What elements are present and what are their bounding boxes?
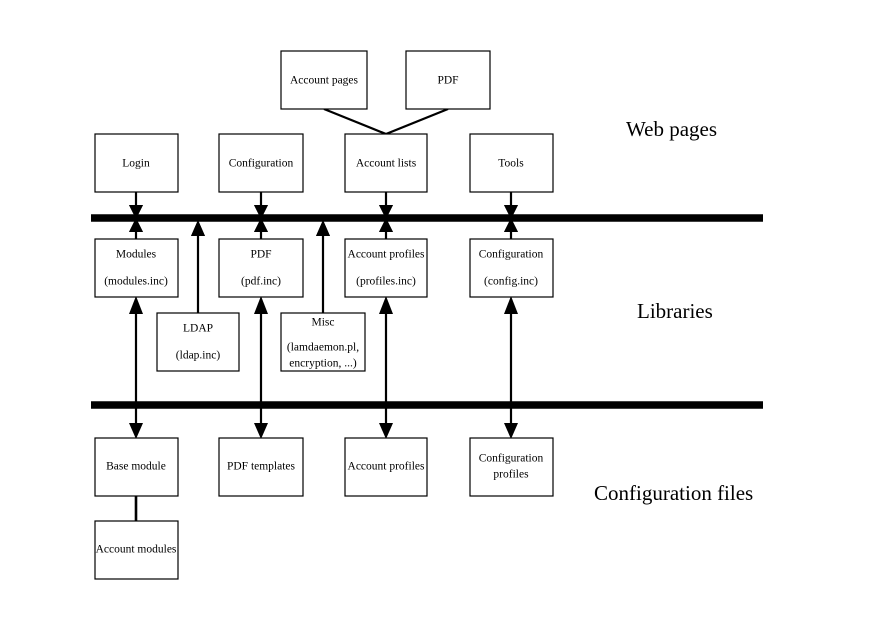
connection-configuration-lib-from-lower-bar	[504, 296, 518, 405]
node-misc-lib[interactable]: Misc (lamdaemon.pl, encryption, ...)	[280, 312, 366, 372]
node-account-lists-label: Account lists	[356, 158, 417, 170]
node-tools-label: Tools	[498, 158, 524, 170]
node-pdf-templates-label: PDF templates	[227, 461, 296, 473]
node-account-pages-label: Account pages	[290, 75, 359, 87]
connection-pdf-lib-from-lower-bar	[254, 296, 268, 405]
node-tools[interactable]: Tools	[469, 133, 554, 193]
node-account-profiles-files-label: Account profiles	[348, 461, 425, 473]
section-labels-layer: Web pages Libraries Configuration files	[594, 117, 753, 505]
connection-bar-to-pdf-templates	[254, 405, 268, 439]
node-account-profiles-lib-label: Account profiles	[348, 249, 425, 261]
node-modules-lib-label: Modules	[116, 249, 157, 261]
node-account-profiles-lib-sublabel: (profiles.inc)	[356, 276, 416, 288]
node-configuration-lib[interactable]: Configuration (config.inc)	[469, 238, 554, 298]
node-misc-lib-label: Misc	[312, 317, 335, 329]
node-base-module[interactable]: Base module	[94, 437, 179, 497]
node-configuration-profiles[interactable]: Configuration profiles	[469, 437, 554, 497]
node-configuration-profiles-label-line2: profiles	[493, 469, 529, 481]
node-configuration-lib-sublabel: (config.inc)	[484, 276, 538, 288]
connection-account-pages-to-account-lists	[323, 107, 387, 136]
node-pdf-lib-label: PDF	[250, 249, 271, 261]
section-label-web-pages: Web pages	[626, 117, 717, 141]
node-configuration-profiles-label-line1: Configuration	[479, 453, 544, 465]
node-pdf-top-label: PDF	[437, 75, 458, 87]
node-configuration-lib-label: Configuration	[479, 249, 544, 261]
node-pdf-templates[interactable]: PDF templates	[218, 437, 304, 497]
connection-account-profiles-lib-from-lower-bar	[379, 296, 393, 405]
node-account-modules-label: Account modules	[96, 544, 177, 556]
node-pdf-lib[interactable]: PDF (pdf.inc)	[218, 238, 304, 298]
node-misc-lib-sublabel-line1: (lamdaemon.pl,	[287, 342, 359, 354]
connection-bar-to-configuration-profiles	[504, 405, 518, 439]
connection-bar-to-base-module	[129, 405, 143, 439]
node-ldap-lib[interactable]: LDAP (ldap.inc)	[156, 312, 240, 372]
node-account-pages[interactable]: Account pages	[280, 50, 368, 110]
node-modules-lib-sublabel: (modules.inc)	[104, 276, 168, 288]
node-pdf-top[interactable]: PDF	[405, 50, 491, 110]
node-login-label: Login	[122, 158, 150, 170]
node-modules-lib[interactable]: Modules (modules.inc)	[94, 238, 179, 298]
node-account-profiles-files[interactable]: Account profiles	[344, 437, 428, 497]
node-account-modules[interactable]: Account modules	[94, 520, 179, 580]
connection-modules-lib-from-lower-bar	[129, 296, 143, 405]
node-pdf-lib-sublabel: (pdf.inc)	[241, 276, 281, 288]
nodes-layer: Account pages PDF Login Configuration Ac…	[94, 50, 554, 580]
node-ldap-lib-label: LDAP	[183, 323, 213, 335]
section-label-configuration-files: Configuration files	[594, 481, 753, 505]
connection-bar-to-account-profiles-files	[379, 405, 393, 439]
node-ldap-lib-sublabel: (ldap.inc)	[176, 350, 221, 362]
node-login[interactable]: Login	[94, 133, 179, 193]
node-base-module-label: Base module	[106, 461, 166, 473]
node-account-profiles-lib[interactable]: Account profiles (profiles.inc)	[344, 238, 428, 298]
bar-arrowheads-overlay	[129, 205, 518, 236]
section-label-libraries: Libraries	[637, 299, 713, 323]
node-configuration-page-label: Configuration	[229, 158, 294, 170]
connection-pdf-to-account-lists	[385, 107, 449, 136]
node-misc-lib-sublabel-line2: encryption, ...)	[289, 358, 357, 370]
node-configuration-page[interactable]: Configuration	[218, 133, 304, 193]
node-account-lists[interactable]: Account lists	[344, 133, 428, 193]
